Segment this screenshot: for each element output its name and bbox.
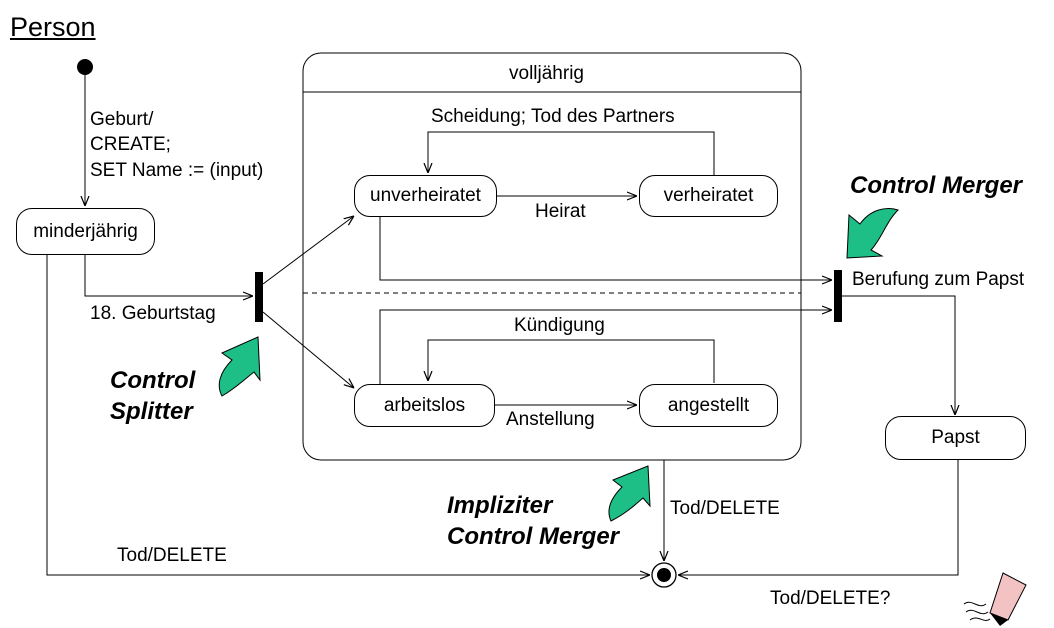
note-control-splitter-1: Control [110,367,196,394]
label-geburt-2: CREATE; [90,134,171,155]
note-impliziter-1: Impliziter [447,492,553,519]
edge-tod-papst [678,460,959,575]
control-splitter-arrow-icon [218,336,261,397]
final-state-core [657,568,671,582]
edge-kuendigung [428,339,715,383]
edge-berufung [842,295,955,415]
label-kuendigung: Kündigung [514,315,605,336]
volljaehrig-composite-border [302,52,802,461]
impliziter-merger-arrow-icon [608,465,651,522]
initial-state [77,59,93,75]
fork-bar [255,272,263,322]
label-18-geburtstag: 18. Geburtstag [90,303,216,324]
state-minderjaehrig: minderjährig [16,208,155,255]
edge-scheidung [428,131,715,175]
edge-unverheiratet-to-join [379,217,832,280]
label-heirat: Heirat [535,201,586,222]
edge-fork-to-arbeitslos [262,311,354,388]
label-tod-delete-center: Tod/DELETE [670,498,780,519]
control-merger-arrow-icon [846,208,899,259]
edge-fork-to-unverheiratet [262,216,354,285]
label-geburt-3: SET Name := (input) [90,160,264,181]
edge-arbeitslos-to-join [379,310,832,384]
label-anstellung: Anstellung [506,409,595,430]
pen-icon [963,572,1027,626]
state-papst: Papst [885,416,1026,460]
state-arbeitslos: arbeitslos [354,384,495,427]
note-impliziter-2: Control Merger [447,523,620,550]
label-scheidung: Scheidung; Tod des Partners [431,106,675,127]
label-tod-delete-papst: Tod/DELETE? [770,588,891,609]
join-bar [834,270,842,322]
state-verheiratet: verheiratet [639,175,778,217]
edge-18-geburtstag [84,255,253,296]
diagram-title: Person [10,12,96,42]
state-volljaehrig-label: volljährig [509,63,584,84]
label-berufung: Berufung zum Papst [852,269,1025,290]
note-control-splitter-2: Splitter [110,398,193,425]
state-angestellt: angestellt [639,384,778,427]
state-unverheiratet: unverheiratet [354,175,497,217]
label-geburt-1: Geburt/ [90,109,154,130]
note-control-merger: Control Merger [850,172,1023,199]
edge-tod-minderjaehrig [46,255,650,575]
label-tod-delete-left: Tod/DELETE [117,545,227,566]
